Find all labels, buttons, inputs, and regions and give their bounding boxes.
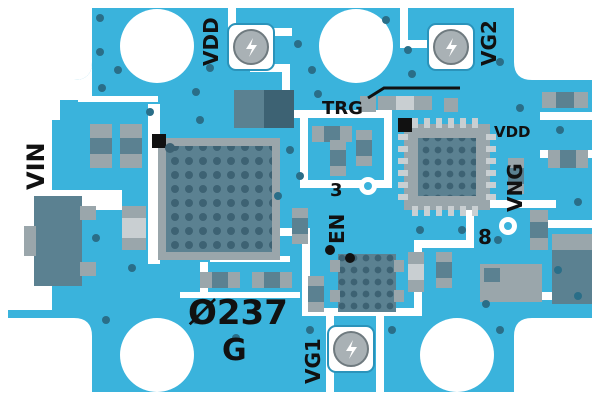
pad — [444, 98, 458, 112]
capacitor — [90, 124, 112, 168]
silk-traces — [367, 86, 460, 100]
inductor — [234, 90, 294, 128]
label-vdd-right: VDD — [494, 123, 531, 141]
resistor — [378, 96, 432, 110]
label-part-number: Ø237 — [188, 293, 288, 333]
capacitor — [542, 92, 588, 108]
mounting-hole — [120, 9, 194, 83]
resistor — [200, 272, 240, 288]
lightning-bolt-icon — [246, 38, 257, 57]
capacitor — [330, 140, 346, 176]
screw-terminal-vdd — [227, 23, 275, 71]
label-vng: VNG — [503, 163, 527, 212]
capacitor — [508, 158, 524, 194]
label-vg1: VG1 — [301, 338, 325, 384]
label-vin: VIN — [22, 142, 50, 190]
mounting-holes — [120, 9, 494, 392]
capacitor — [120, 124, 142, 168]
label-pin-8: 8 — [478, 225, 492, 249]
screw-terminal-vg1 — [327, 325, 375, 373]
lightning-bolt-icon — [446, 38, 457, 57]
vin-connector — [24, 196, 96, 286]
resistor — [308, 276, 324, 312]
passive-components — [90, 92, 588, 312]
label-revision: G — [222, 333, 247, 368]
capacitor — [530, 210, 548, 250]
label-trg: TRG — [322, 98, 363, 119]
bottom-ic — [330, 254, 404, 312]
mounting-hole — [120, 318, 194, 392]
qfn-ic — [398, 118, 496, 216]
resistor — [122, 206, 146, 250]
mounting-hole — [319, 9, 393, 83]
label-vg2: VG2 — [477, 20, 501, 66]
resistor — [408, 252, 424, 292]
vias — [92, 14, 582, 342]
main-ic — [152, 134, 280, 260]
test-points — [325, 177, 517, 263]
resistor — [252, 272, 292, 288]
lightning-bolt-icon — [346, 340, 357, 359]
mounting-hole — [420, 318, 494, 392]
capacitor — [436, 252, 452, 288]
pad — [360, 96, 376, 112]
label-pin-3: 3 — [330, 180, 343, 201]
label-vdd-top: VDD — [199, 17, 223, 66]
resistor — [292, 208, 308, 244]
screw-terminal-vg2 — [427, 23, 475, 71]
capacitor — [548, 150, 588, 168]
capacitor — [356, 130, 372, 166]
label-en: EN — [325, 214, 349, 244]
transistor — [480, 264, 542, 302]
capacitor — [312, 126, 352, 142]
